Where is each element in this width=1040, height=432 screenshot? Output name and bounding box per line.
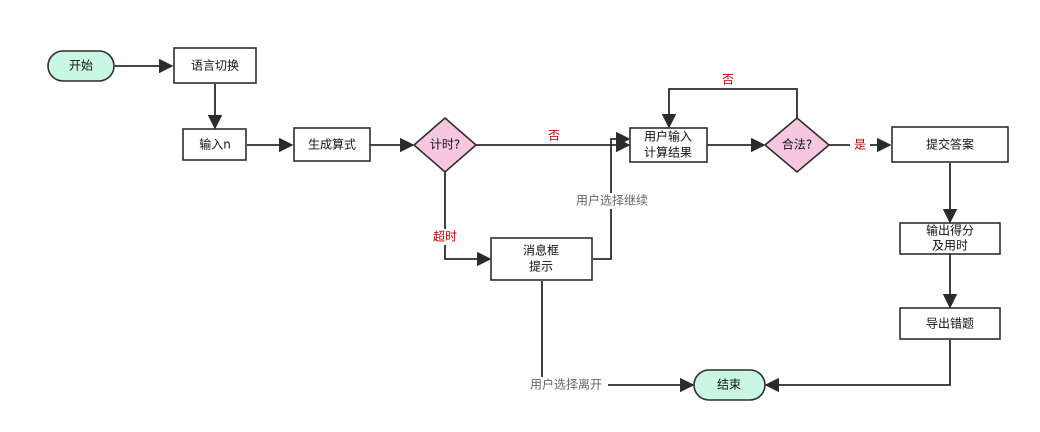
edge-export-to-end (764, 340, 951, 393)
edge-labels: 否 否 是 超时 用户选择继续 用户选择离开 (429, 72, 870, 393)
node-message-box-line2: 提示 (529, 259, 553, 274)
node-output-score: 输出得分 及用时 (899, 222, 1001, 255)
node-export-errors: 导出错题 (899, 307, 1001, 340)
label-not-valid: 否 (722, 73, 734, 87)
edges (115, 58, 958, 393)
edge-timer-timeout-to-msgbox (444, 172, 492, 267)
node-user-input-result: 用户输入 计算结果 (629, 127, 708, 163)
node-output-score-line2: 及用时 (932, 239, 968, 253)
node-language-switch-label: 语言切换 (191, 59, 239, 73)
node-timeout-decision: 计时? (412, 116, 478, 174)
node-start-label: 开始 (69, 59, 93, 73)
edge-msgbox-leave-to-end (541, 281, 695, 393)
node-input-n-label: 输入n (199, 137, 231, 152)
node-generate-formula: 生成算式 (293, 127, 371, 162)
node-valid-decision-label: 合法? (782, 137, 812, 152)
node-start: 开始 (47, 50, 115, 82)
node-output-score-line1: 输出得分 (926, 223, 974, 238)
node-submit-answer: 提交答案 (891, 126, 1009, 163)
node-end-label: 结束 (717, 378, 741, 392)
label-user-leave: 用户选择离开 (530, 377, 602, 392)
node-submit-answer-label: 提交答案 (926, 137, 974, 152)
node-timeout-decision-label: 计时? (430, 138, 460, 152)
node-message-box-line1: 消息框 (523, 243, 559, 258)
label-no-timeout: 否 (548, 129, 560, 143)
node-language-switch: 语言切换 (173, 47, 257, 84)
node-input-n: 输入n (182, 128, 247, 161)
node-end: 结束 (693, 369, 766, 401)
node-valid-decision: 合法? (763, 116, 831, 174)
node-user-input-line1: 用户输入 (644, 129, 692, 144)
label-valid-yes: 是 (854, 138, 866, 152)
label-user-continue: 用户选择继续 (576, 193, 648, 208)
node-user-input-line2: 计算结果 (644, 145, 692, 160)
node-generate-formula-label: 生成算式 (308, 137, 356, 152)
label-timeout: 超时 (433, 229, 457, 244)
node-message-box: 消息框 提示 (490, 237, 593, 281)
edge-valid-no-loop (661, 88, 798, 129)
node-export-errors-label: 导出错题 (926, 317, 974, 331)
